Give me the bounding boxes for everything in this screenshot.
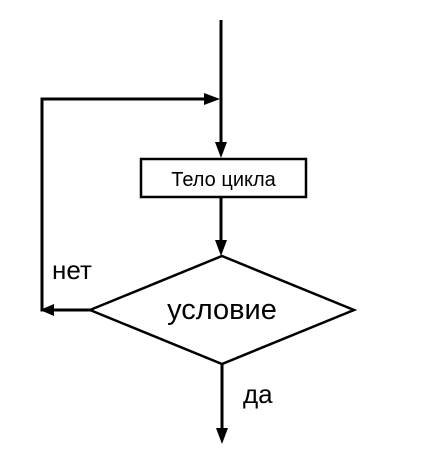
no-branch-label: нет bbox=[52, 255, 92, 285]
body-to-condition-arrowhead bbox=[215, 240, 227, 256]
yes-branch-arrowhead bbox=[216, 428, 228, 444]
yes-branch-label: да bbox=[243, 379, 273, 409]
no-branch-loop-line bbox=[40, 97, 204, 312]
loop-body-box bbox=[139, 157, 308, 199]
loop-body-label: Тело цикла bbox=[171, 169, 276, 191]
condition-label: условие bbox=[167, 294, 277, 326]
no-branch-exit-arrowhead bbox=[40, 304, 54, 316]
entry-arrowhead bbox=[215, 142, 227, 158]
no-branch-merge-arrowhead bbox=[204, 93, 220, 105]
